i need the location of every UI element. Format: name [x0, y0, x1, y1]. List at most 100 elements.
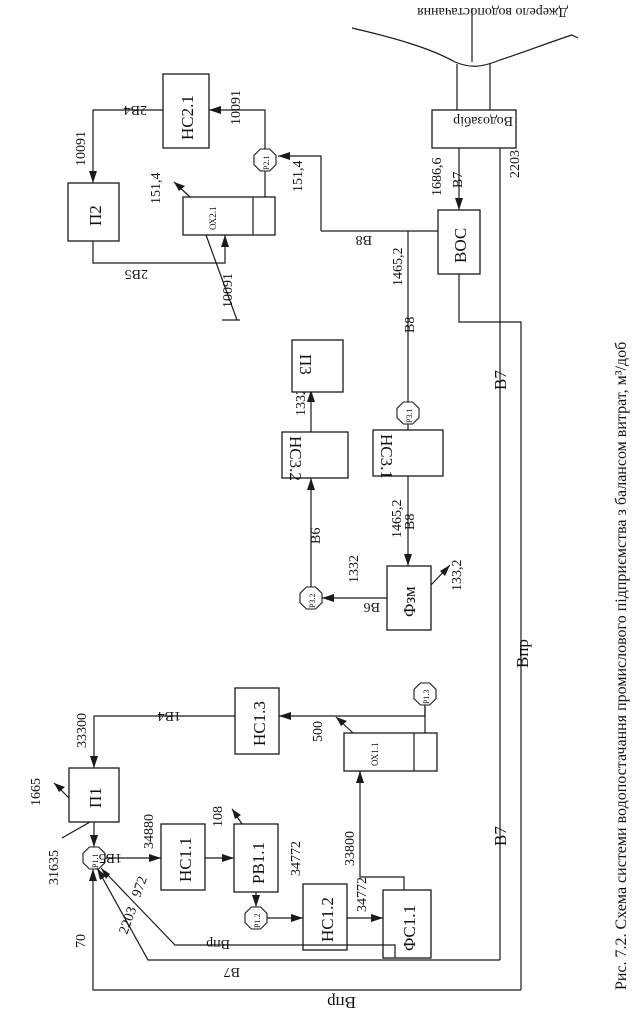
ox11-out-arrow	[336, 717, 347, 726]
fs11-to-ox11-line	[359, 771, 405, 890]
pipe-b8c: В8	[403, 514, 418, 530]
flow-v10: 1465,2	[390, 500, 405, 539]
p2-block	[67, 182, 120, 242]
pipe-b7d: В7	[224, 964, 240, 979]
fzm-to-p32-arrow	[322, 594, 334, 602]
rv11-block	[233, 823, 279, 893]
fzm-label: Фзм	[400, 586, 419, 617]
flow-v6: 10091	[229, 90, 244, 125]
pipe-b7b: В7	[491, 370, 510, 390]
node-p11-label: P1.1	[91, 854, 100, 868]
flow-v24: 70	[74, 934, 89, 948]
node-p12-label: P1.2	[253, 914, 262, 928]
pipe-bpr3: Впр	[327, 993, 356, 1012]
source-curve	[351, 27, 573, 67]
flow-v11: 133,2	[450, 560, 465, 592]
bpr-return-line	[92, 869, 521, 991]
fs11-bpr-return-line	[100, 867, 396, 958]
p3-label: П3	[296, 354, 315, 375]
fzm-out-arrow	[440, 565, 450, 576]
node-p21-label: P2.1	[262, 156, 271, 170]
source-curve-tail	[571, 34, 579, 39]
p1-label: П1	[86, 787, 105, 808]
node-p13-label: P1.3	[422, 690, 431, 704]
pipe-b7a: В7	[451, 172, 466, 188]
flow-v9: 1332	[294, 388, 309, 416]
flow-v18: 34772	[289, 841, 304, 876]
ox11-label: ОХ1.1	[370, 742, 380, 766]
intake-label: Водозабір	[453, 113, 513, 128]
b7-return-arrow	[97, 868, 106, 880]
ox21-discharge-line	[205, 234, 238, 321]
flow-v21: 500	[311, 721, 326, 742]
pipe-bpr1: Впр	[513, 639, 532, 668]
ns31-block	[372, 429, 444, 477]
pipe-bpr2: Впр	[206, 936, 230, 951]
pipe-b4b: 1В4	[158, 708, 181, 723]
pipe-b8a: В8	[356, 232, 372, 247]
ns12-label: НС1.2	[318, 897, 337, 942]
b8-to-p21-arrow	[278, 152, 290, 160]
source-label: Джерело водопостачання	[417, 4, 568, 19]
b7-return-line	[96, 867, 500, 961]
intake-to-vos-arrow	[455, 198, 463, 210]
ns31-label: НС3.1	[377, 434, 396, 479]
vos-label: ВОС	[451, 228, 470, 263]
pipe-b7c: В7	[491, 826, 510, 846]
flow-v15: 31635	[47, 850, 62, 885]
ns11-to-rv11-arrow	[222, 854, 234, 862]
flow-v19: 34772	[355, 877, 370, 912]
ns21-block	[162, 73, 210, 149]
p1-waste-line	[61, 821, 91, 839]
flow-v14: 1665	[29, 778, 44, 806]
ns31-to-fzm-arrow	[404, 554, 412, 566]
ns12-block	[302, 883, 348, 951]
ns13-label: НС1.3	[250, 701, 269, 746]
p2-to-ox21-line	[92, 235, 226, 264]
flow-v16: 34880	[142, 814, 157, 849]
ox21-out-arrow	[174, 182, 185, 191]
node-p32-label: P3.2	[308, 594, 317, 608]
flow-v13: 33300	[75, 713, 90, 748]
pipe-b5b: 1В5	[99, 850, 122, 865]
ns13-to-p1-arrow	[90, 756, 98, 768]
ns21-label: НС2.1	[178, 95, 197, 140]
p1-out-arrow	[54, 783, 65, 792]
flow-v2: 2203	[508, 150, 523, 178]
p21-to-ns21-line	[209, 109, 266, 149]
flow-v8: 10091	[221, 273, 236, 308]
pipe-b4a: 2В4	[124, 102, 147, 117]
flow-v4: 151,4	[291, 161, 306, 193]
pipe-b6a: В6	[364, 599, 380, 614]
bpr-main-line	[458, 274, 522, 990]
ox21-label: ОХ2.1	[208, 206, 218, 230]
p13-to-ns13-line	[279, 705, 426, 717]
ns13-block	[234, 687, 280, 755]
figure-caption: Рис. 7.2. Схема системи водопостачання п…	[613, 342, 630, 990]
rv11-out-arrow	[232, 809, 241, 819]
p11-to-ns11-arrow	[149, 854, 161, 862]
p3-block	[291, 339, 344, 393]
ns32-block	[281, 431, 349, 479]
rv11-label: РВ1.1	[249, 842, 268, 884]
flow-v17: 108	[211, 806, 226, 827]
pipe-b6b: В6	[309, 528, 324, 544]
p2-label: П2	[86, 205, 105, 226]
p1-to-p11-arrow	[90, 835, 98, 847]
ns21-to-p2-line	[92, 109, 163, 183]
flow-v22: 972	[130, 875, 151, 900]
intake-block	[431, 109, 517, 149]
ns11-block	[160, 823, 206, 891]
flow-v7: 10091	[74, 131, 89, 166]
pipe-b8b: В8	[403, 317, 418, 333]
ns11-label: НС1.1	[176, 837, 195, 882]
b8-to-p21-line	[278, 155, 322, 231]
bpr-return-arrow	[89, 869, 97, 881]
p12-to-ns12-arrow	[291, 914, 303, 922]
p2-to-ox21-arrow	[221, 235, 229, 247]
p21-to-ns21-arrow	[209, 106, 221, 114]
flow-v20: 33800	[343, 831, 358, 866]
ns32-label: НС3.2	[286, 436, 305, 481]
fs11-label: ФС1.1	[400, 905, 419, 951]
ns32-to-p3-arrow	[307, 390, 315, 402]
